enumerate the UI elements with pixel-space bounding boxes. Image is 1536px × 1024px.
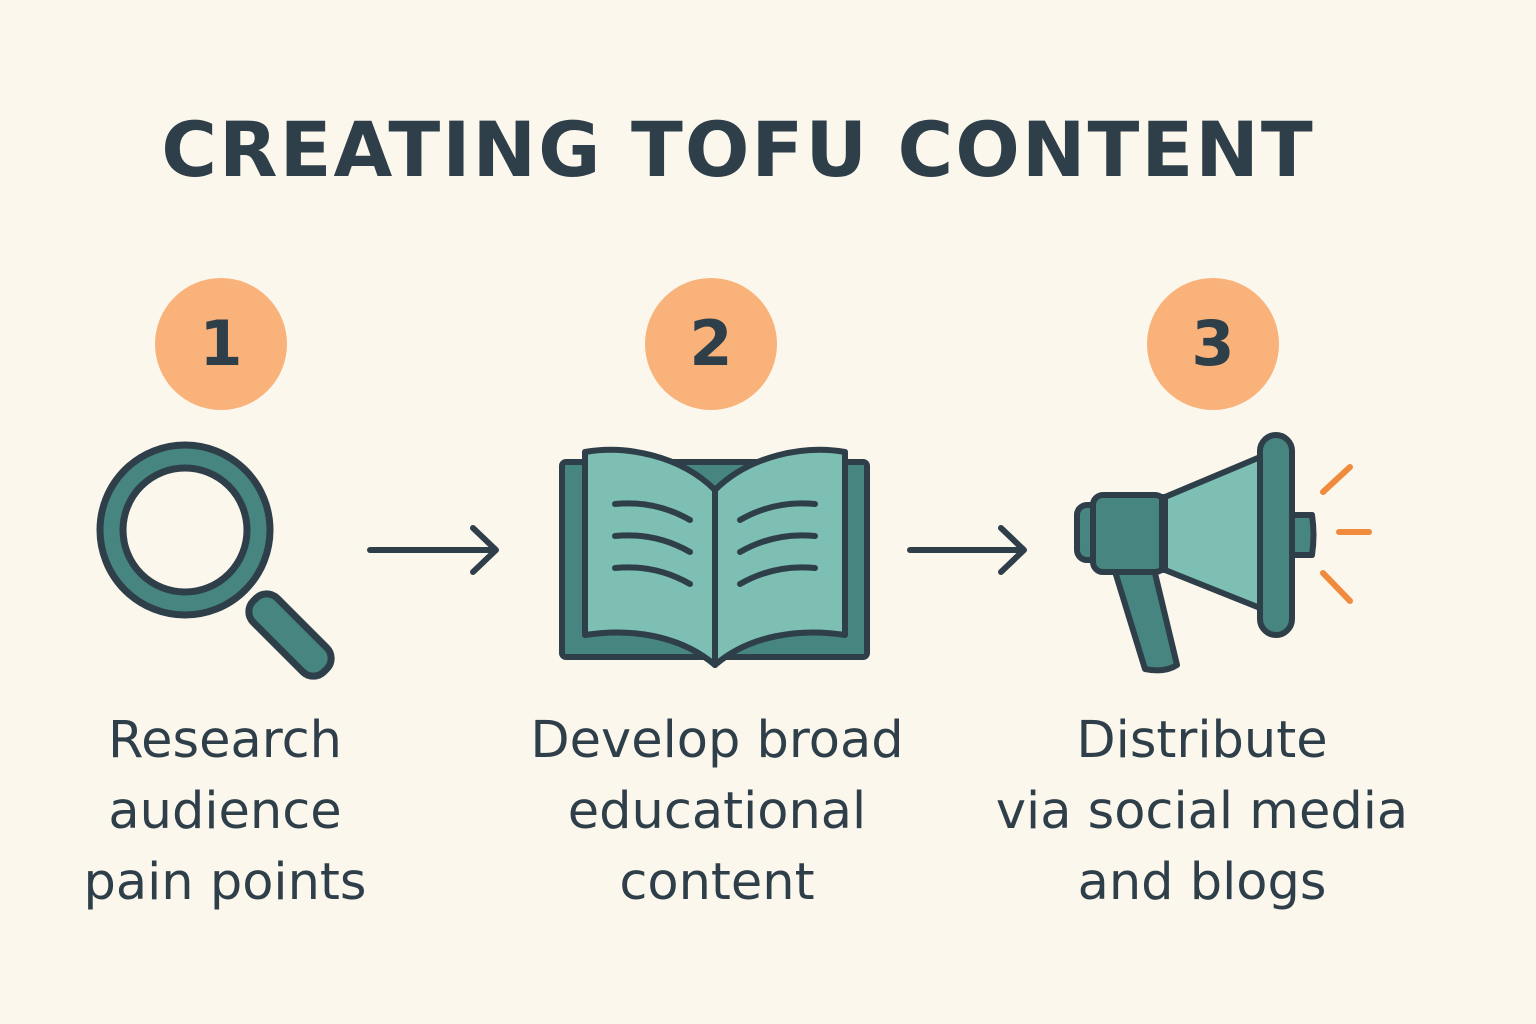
arrow-2-to-3-icon <box>907 525 1027 575</box>
magnifying-glass-icon <box>96 441 335 680</box>
open-book-icon <box>559 446 870 668</box>
step-1-label: Research audience pain points <box>83 711 367 912</box>
step-3-label: Distribute via social media and blogs <box>995 711 1409 912</box>
step-1-number-badge: 1 <box>155 278 287 410</box>
step-2-label: Develop broad educational content <box>530 711 904 912</box>
step-2-number-badge: 2 <box>645 278 777 410</box>
arrow-1-to-2-icon <box>367 525 499 575</box>
step-3-number-badge: 3 <box>1147 278 1279 410</box>
diagram-title: CREATING TOFU CONTENT <box>161 105 1315 194</box>
megaphone-icon <box>1074 432 1372 674</box>
